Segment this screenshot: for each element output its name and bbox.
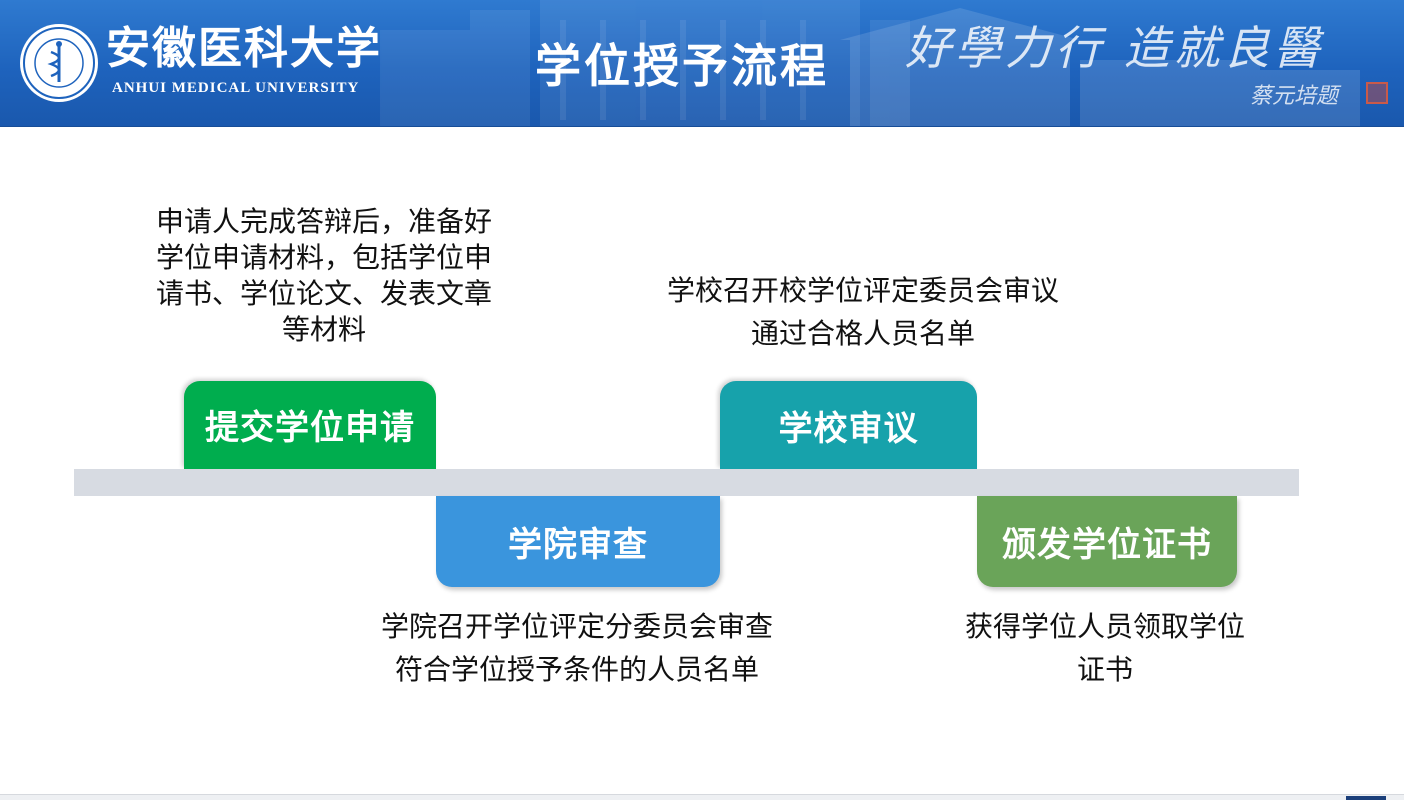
step-1-description: 申请人完成答辩后，准备好学位申请材料，包括学位申请书、学位论文、发表文章等材料 (155, 205, 492, 346)
step-3-description: 学校召开校学位评定委员会审议 通过合格人员名单 (636, 269, 1090, 355)
calligraphy-signature: 蔡元培题 (1250, 84, 1339, 109)
step-2-description: 学院召开学位评定分委员会审查 符合学位授予条件的人员名单 (350, 605, 804, 691)
footer-divider (0, 794, 1404, 800)
step-4-description: 获得学位人员领取学位 证书 (940, 605, 1270, 691)
step-4-description-line: 证书 (1076, 653, 1133, 686)
step-2-description-line: 符合学位授予条件的人员名单 (394, 653, 759, 686)
header-banner: 安徽医科大学 ANHUI MEDICAL UNIVERSITY 学位授予流程 好… (0, 0, 1404, 127)
step-3-description-line: 通过合格人员名单 (750, 317, 975, 350)
step-submit-application: 提交学位申请 (184, 381, 436, 469)
timeline-bar (74, 469, 1299, 496)
university-motto: 好學力行 造就良醫 (905, 21, 1324, 75)
step-4-description-line: 获得学位人员领取学位 (964, 610, 1245, 643)
step-2-description-line: 学院召开学位评定分委员会审查 (380, 610, 773, 643)
footer-accent (1346, 796, 1386, 800)
step-school-review: 学校审议 (720, 381, 977, 469)
university-seal-icon (20, 24, 98, 102)
red-seal-stamp-icon (1366, 82, 1388, 104)
step-3-description-line: 学校召开校学位评定委员会审议 (666, 274, 1059, 307)
step-issue-certificate: 颁发学位证书 (977, 496, 1237, 587)
university-name-cn: 安徽医科大学 (106, 23, 382, 74)
university-name-en: ANHUI MEDICAL UNIVERSITY (112, 80, 360, 96)
step-college-review: 学院审查 (436, 496, 720, 587)
campus-buildings-background (380, 0, 1360, 126)
page-title: 学位授予流程 (535, 39, 829, 93)
